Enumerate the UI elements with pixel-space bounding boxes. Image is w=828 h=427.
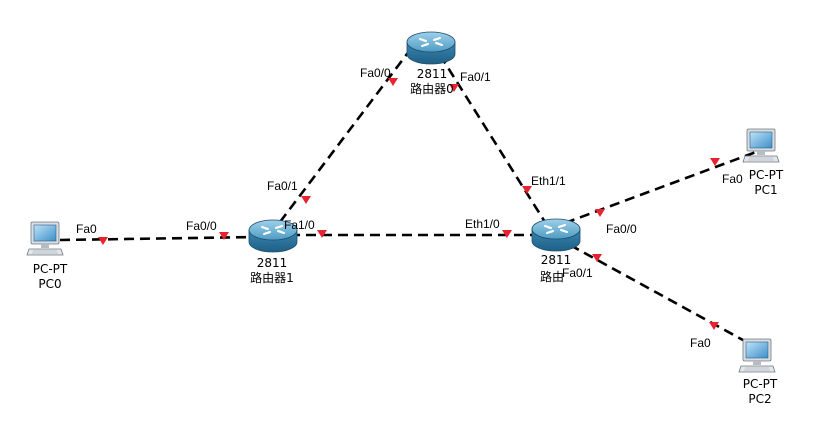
port-label-router1-fa0-1: Fa0/1 (267, 179, 298, 193)
port-label-pc2-fa0: Fa0 (690, 336, 711, 350)
port-label-router1-fa0-0: Fa0/0 (186, 219, 217, 233)
pc2-model-label: PC-PT (743, 377, 778, 391)
link-pc0-router1[interactable] (59, 235, 258, 242)
pc1-model-label: PC-PT (749, 168, 784, 182)
pc2-icon[interactable] (738, 338, 776, 373)
port-marker (301, 196, 311, 204)
port-label-router1-fa1-0: Fa1/0 (284, 218, 315, 232)
router1-name-label: 路由器1 (250, 270, 294, 285)
router2-icon[interactable] (531, 218, 581, 252)
port-marker (595, 209, 605, 217)
port-label-router0-fa0-0: Fa0/0 (360, 66, 391, 80)
router0-icon[interactable] (406, 31, 456, 65)
pc0-name-label: PC0 (38, 277, 61, 291)
port-label-pc1-fa0: Fa0 (722, 172, 743, 186)
port-label-router2-fa0-0: Fa0/0 (606, 222, 637, 236)
port-label-router2-eth1-0: Eth1/0 (465, 217, 500, 231)
router2-model-label: 2811 (541, 253, 572, 267)
pc0-model-label: PC-PT (33, 262, 68, 276)
router1-model-label: 2811 (257, 256, 288, 270)
port-label-router0-fa0-1: Fa0/1 (460, 70, 491, 84)
link-router2-pc2[interactable] (569, 243, 753, 347)
pc1-icon[interactable] (742, 128, 780, 163)
port-label-router2-fa0-1: Fa0/1 (562, 266, 593, 280)
port-label-pc0-fa0: Fa0 (76, 222, 97, 236)
port-marker (98, 237, 108, 245)
pc1-name-label: PC1 (754, 183, 777, 197)
router0-model-label: 2811 (417, 67, 448, 81)
pc2-name-label: PC2 (748, 392, 771, 406)
router0-name-label: 路由器0 (410, 81, 454, 96)
link-router2-pc1[interactable] (564, 150, 757, 225)
link-router1-router0[interactable] (278, 49, 412, 223)
link-router0-router2[interactable] (438, 54, 552, 231)
router2-name-label: 路由 (540, 269, 564, 284)
pc0-icon[interactable] (26, 221, 64, 256)
port-label-router2-eth1-1: Eth1/1 (531, 174, 566, 188)
